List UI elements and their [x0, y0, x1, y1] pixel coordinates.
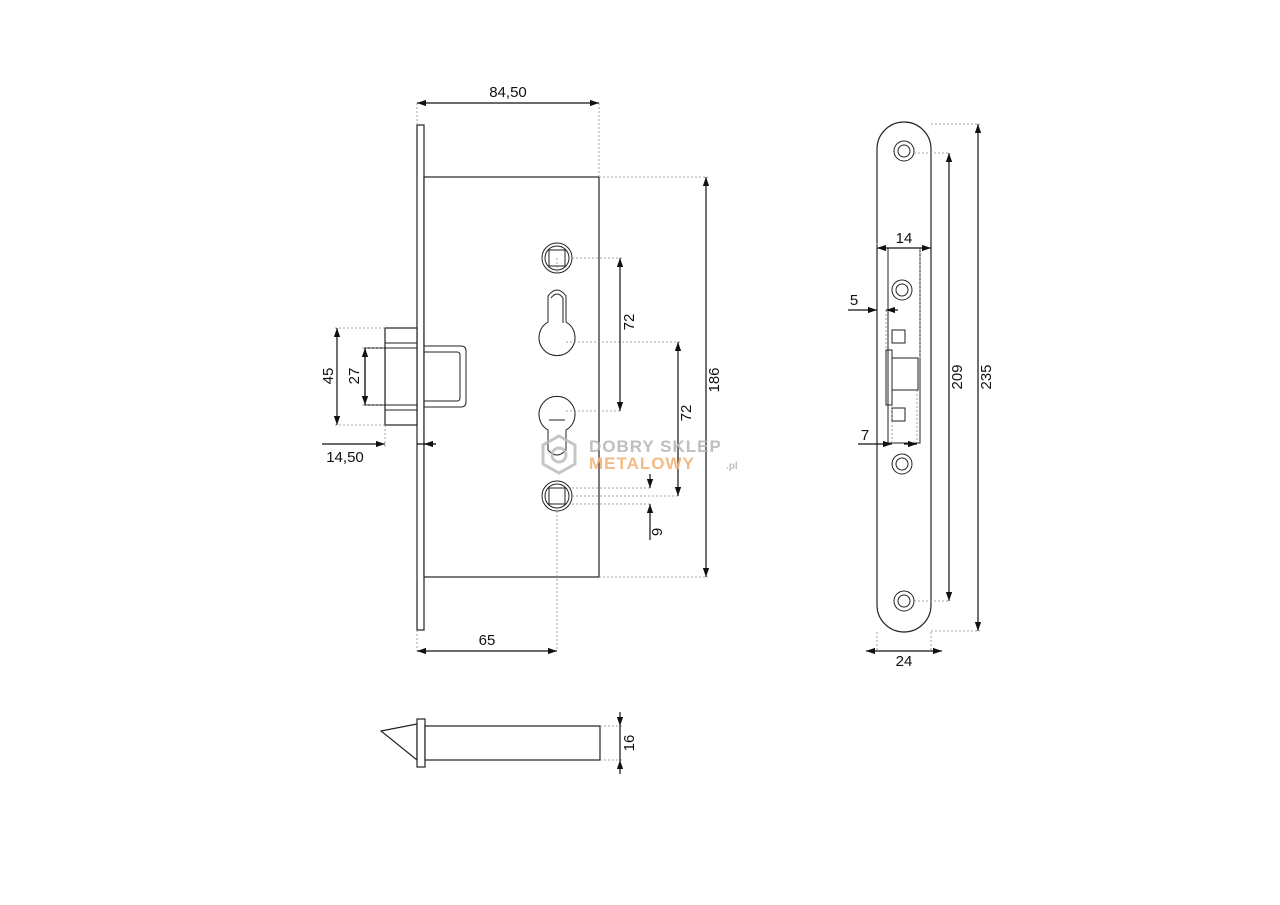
lock-case — [423, 176, 600, 578]
cylinder-cutout — [538, 395, 576, 456]
dim-body-height: 186 — [706, 367, 723, 392]
dim-face-bolt: 7 — [861, 427, 869, 444]
hex-nut-icon — [541, 434, 577, 475]
dim-latch-inner: 27 — [346, 368, 363, 385]
faceplate-dimensions: 14 5 7 24 209 235 — [848, 124, 995, 670]
faceplate-screw-lower — [891, 453, 913, 475]
dim-faceplate-offset: 14,50 — [326, 449, 364, 466]
keyhole — [538, 289, 576, 357]
dim-square-offset: 9 — [649, 528, 666, 536]
dim-body-width: 84,50 — [489, 84, 527, 101]
watermark-suffix: .pl — [726, 461, 738, 472]
faceplate-screw-top — [893, 140, 915, 162]
faceplate-screw-upper — [891, 279, 913, 301]
front-view-dimensions: 84,50 65 14,50 45 27 72 72 186 9 — [320, 84, 723, 655]
watermark-line1: DOBRY SKLEP — [589, 437, 722, 456]
dim-face-hole-spacing: 209 — [949, 364, 966, 389]
dim-face-width: 24 — [896, 653, 913, 670]
lock-body-front-view — [364, 124, 600, 631]
dim-bolt-height: 16 — [621, 735, 638, 752]
faceplate-front-view — [876, 121, 932, 633]
watermark-logo: DOBRY SKLEP METALOWY .pl — [541, 434, 738, 475]
dim-face-edge: 5 — [850, 292, 858, 309]
dim-spindle-to-keyhole: 72 — [621, 314, 638, 331]
latch-bolt-side-view: 16 — [379, 712, 638, 774]
dim-backset: 65 — [479, 632, 496, 649]
dim-keyhole-to-cylinder: 72 — [678, 405, 695, 422]
watermark-line2: METALOWY — [589, 454, 695, 473]
dim-face-length: 235 — [978, 364, 995, 389]
dim-latch-height: 45 — [320, 368, 337, 385]
faceplate-extension-lines — [876, 123, 980, 651]
faceplate-side — [416, 124, 425, 631]
faceplate — [876, 121, 932, 633]
dim-face-inner-width: 14 — [896, 230, 913, 247]
